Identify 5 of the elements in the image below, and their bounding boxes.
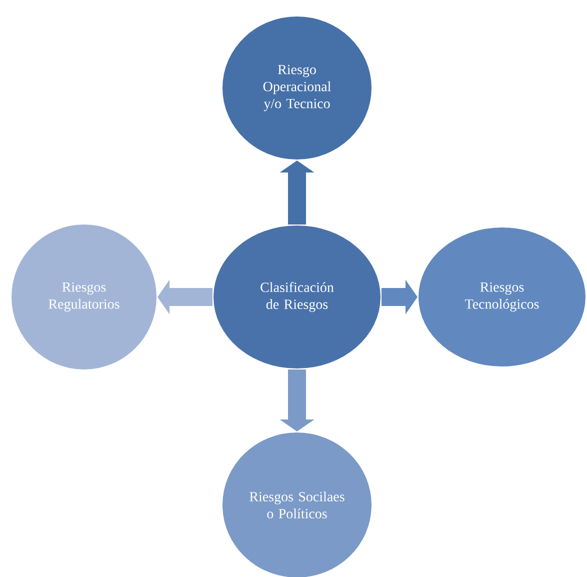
circle-node: Riesgo Operacional y/o Tecnico — [222, 16, 372, 160]
circle-node: Riesgos Regulatorios — [10, 224, 158, 370]
circle-node: Riesgos Socilaes o Políticos — [222, 432, 372, 577]
circle-node: Riesgos Tecnológicos — [418, 226, 586, 368]
circle-node: Clasificación de Riesgos — [212, 224, 382, 370]
